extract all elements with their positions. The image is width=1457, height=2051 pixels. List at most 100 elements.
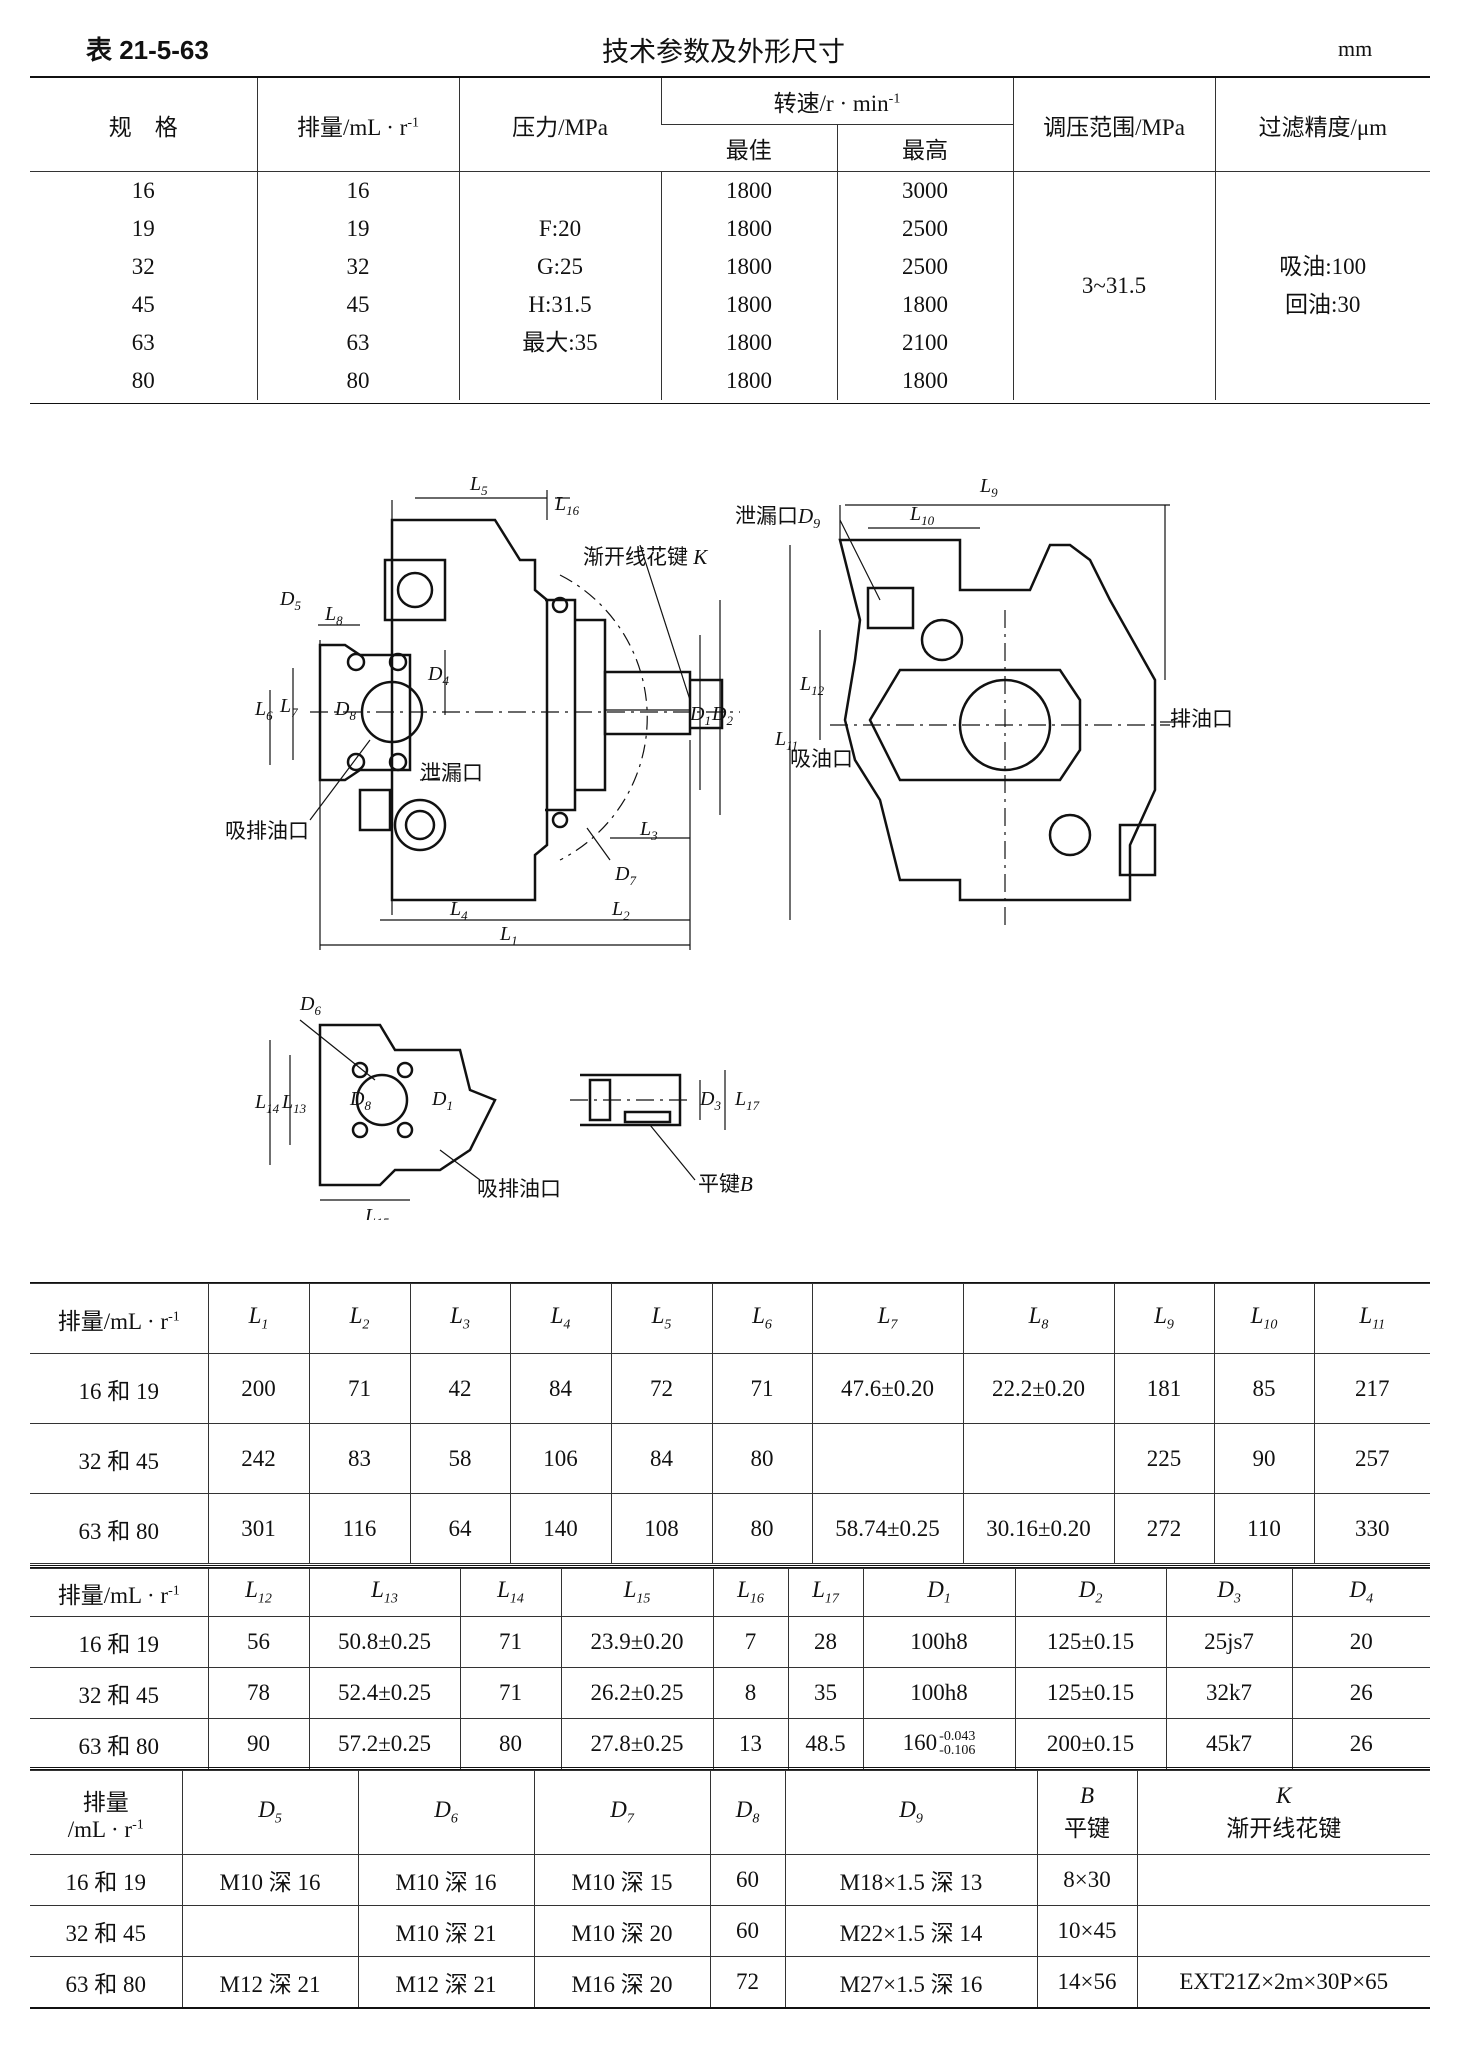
label-suction-discharge-2: 吸排油口 [477, 1177, 561, 1201]
cell: M12 深 21 [181, 1956, 359, 2008]
cell: 28 [787, 1616, 864, 1668]
header-displacement: 排量/mL · r-1 [30, 1283, 209, 1354]
header-L7: L7 [811, 1283, 964, 1354]
bottom-rule [30, 2007, 1430, 2009]
cell: 200±0.15 [1014, 1718, 1167, 1770]
header-D2: D2 [1014, 1568, 1167, 1617]
spec-table: 规 格 排量/mL · r-1 压力/MPa 转速/r · min-1 调压范围… [30, 78, 1430, 400]
svg-text:L2: L2 [611, 898, 630, 923]
cell: F:20 [458, 210, 661, 248]
cell: M10 深 16 [357, 1854, 535, 1906]
cell: 26 [1291, 1718, 1430, 1770]
header-L6: L6 [711, 1283, 813, 1354]
cell: 63 和 80 [30, 1956, 183, 2008]
table-row: 63 和 80 90 57.2±0.25 80 27.8±0.25 13 48.… [30, 1718, 1430, 1770]
cell: M16 深 20 [533, 1956, 711, 2008]
cell: 26.2±0.25 [560, 1667, 714, 1719]
cell: M10 深 20 [533, 1905, 711, 1957]
cell: 71 [308, 1353, 411, 1424]
cell: 22.2±0.20 [962, 1353, 1115, 1424]
header-speed-best: 最佳 [661, 124, 837, 172]
svg-text:L13: L13 [281, 1091, 307, 1116]
cell: 64 [409, 1493, 511, 1564]
cell: 27.8±0.25 [560, 1718, 714, 1770]
cell: 42 [409, 1353, 511, 1424]
cell: 63 和 80 [30, 1718, 209, 1770]
table-number: 表 21-5-63 [86, 35, 209, 65]
cell: 10×45 [1036, 1905, 1138, 1957]
cell [1136, 1905, 1430, 1957]
cell: 90 [1213, 1423, 1315, 1494]
svg-text:D7: D7 [614, 863, 636, 888]
cell: 1800 [660, 171, 837, 210]
header-L1: L1 [207, 1283, 310, 1354]
header-displacement: 排量/mL · r-1 [30, 1770, 183, 1855]
cell: 45 [256, 286, 459, 324]
table-row: 16 和 19 56 50.8±0.25 71 23.9±0.20 7 28 1… [30, 1616, 1430, 1668]
cell: 20 [1291, 1616, 1430, 1668]
cell: 45k7 [1165, 1718, 1293, 1770]
cell: 80 [131, 368, 155, 393]
cell: 72 [610, 1353, 713, 1424]
header-L8: L8 [962, 1283, 1115, 1354]
cell: 140 [509, 1493, 612, 1564]
header-rule [30, 76, 1430, 78]
cell: 19 [256, 210, 459, 248]
cell: 257 [1313, 1423, 1430, 1494]
cell: 1800 [660, 286, 837, 324]
cell: 16 和 19 [30, 1353, 209, 1424]
table-row: 32 和 45 242 83 58 106 84 80 225 90 257 [30, 1423, 1430, 1494]
cell: 7 [712, 1616, 789, 1668]
header-pressure-range: 调压范围/MPa [1012, 78, 1215, 172]
table-row: 63 和 80 M12 深 21 M12 深 21 M16 深 20 72 M2… [30, 1956, 1430, 2008]
cell: 1800 [836, 286, 1013, 324]
cell: 110 [1213, 1493, 1315, 1564]
label-leak-port-d9: 泄漏口D9 [735, 504, 821, 533]
cell: 57.2±0.25 [308, 1718, 461, 1770]
cell: 19 [131, 216, 155, 241]
cell: 84 [509, 1353, 612, 1424]
cell [181, 1905, 359, 1957]
cell: 2500 [836, 210, 1013, 248]
svg-text:D4: D4 [427, 663, 449, 688]
header-D4: D4 [1291, 1568, 1430, 1617]
cell [1136, 1854, 1430, 1906]
table-row: 16 和 19 200 71 42 84 72 71 47.6±0.20 22.… [30, 1353, 1430, 1424]
svg-text:L5: L5 [469, 473, 488, 498]
cell: 1800 [660, 324, 837, 362]
cell: 108 [610, 1493, 713, 1564]
cell: 125±0.15 [1014, 1667, 1167, 1719]
cell: EXT21Z×2m×30P×65 [1136, 1956, 1430, 2008]
cell: M10 深 15 [533, 1854, 711, 1906]
cell: 8×30 [1036, 1854, 1138, 1906]
cell: 100h8 [862, 1667, 1016, 1719]
cell [458, 171, 661, 210]
dim-table-1: 排量/mL · r-1 L1 L2 L3 L4 L5 L6 L7 L8 L9 L… [30, 1283, 1430, 1564]
svg-text:D1: D1 [431, 1088, 453, 1113]
cell-d1-tolerance: 160-0.043-0.106 [862, 1718, 1016, 1770]
table-row: 80 80 1800 1800 [30, 362, 1430, 400]
dim-table-2-rule [30, 1565, 1430, 1568]
cell: 80 [711, 1493, 813, 1564]
table-row: 45 45 H:31.5 1800 1800 [30, 286, 1430, 324]
dim-table-2: 排量/mL · r-1 L12 L13 L14 L15 L16 L17 D1 D… [30, 1568, 1430, 1770]
cell: 16 和 19 [30, 1854, 183, 1906]
header-L2: L2 [308, 1283, 411, 1354]
cell: 330 [1313, 1493, 1430, 1564]
cell [458, 362, 661, 400]
cell: 25js7 [1165, 1616, 1293, 1668]
header-L15: L15 [560, 1568, 714, 1617]
header-L10: L10 [1213, 1283, 1315, 1354]
header-D7: D7 [533, 1770, 711, 1855]
header-speed: 转速/r · min-1 [660, 78, 1013, 125]
cell: 16 和 19 [30, 1616, 209, 1668]
cell: 60 [709, 1854, 786, 1906]
svg-text:L3: L3 [639, 818, 658, 843]
svg-text:D6: D6 [299, 993, 321, 1018]
cell: 80 [711, 1423, 813, 1494]
svg-text:D5: D5 [279, 588, 301, 613]
cell: 217 [1313, 1353, 1430, 1424]
table-row: 32 32 G:25 1800 2500 [30, 248, 1430, 286]
